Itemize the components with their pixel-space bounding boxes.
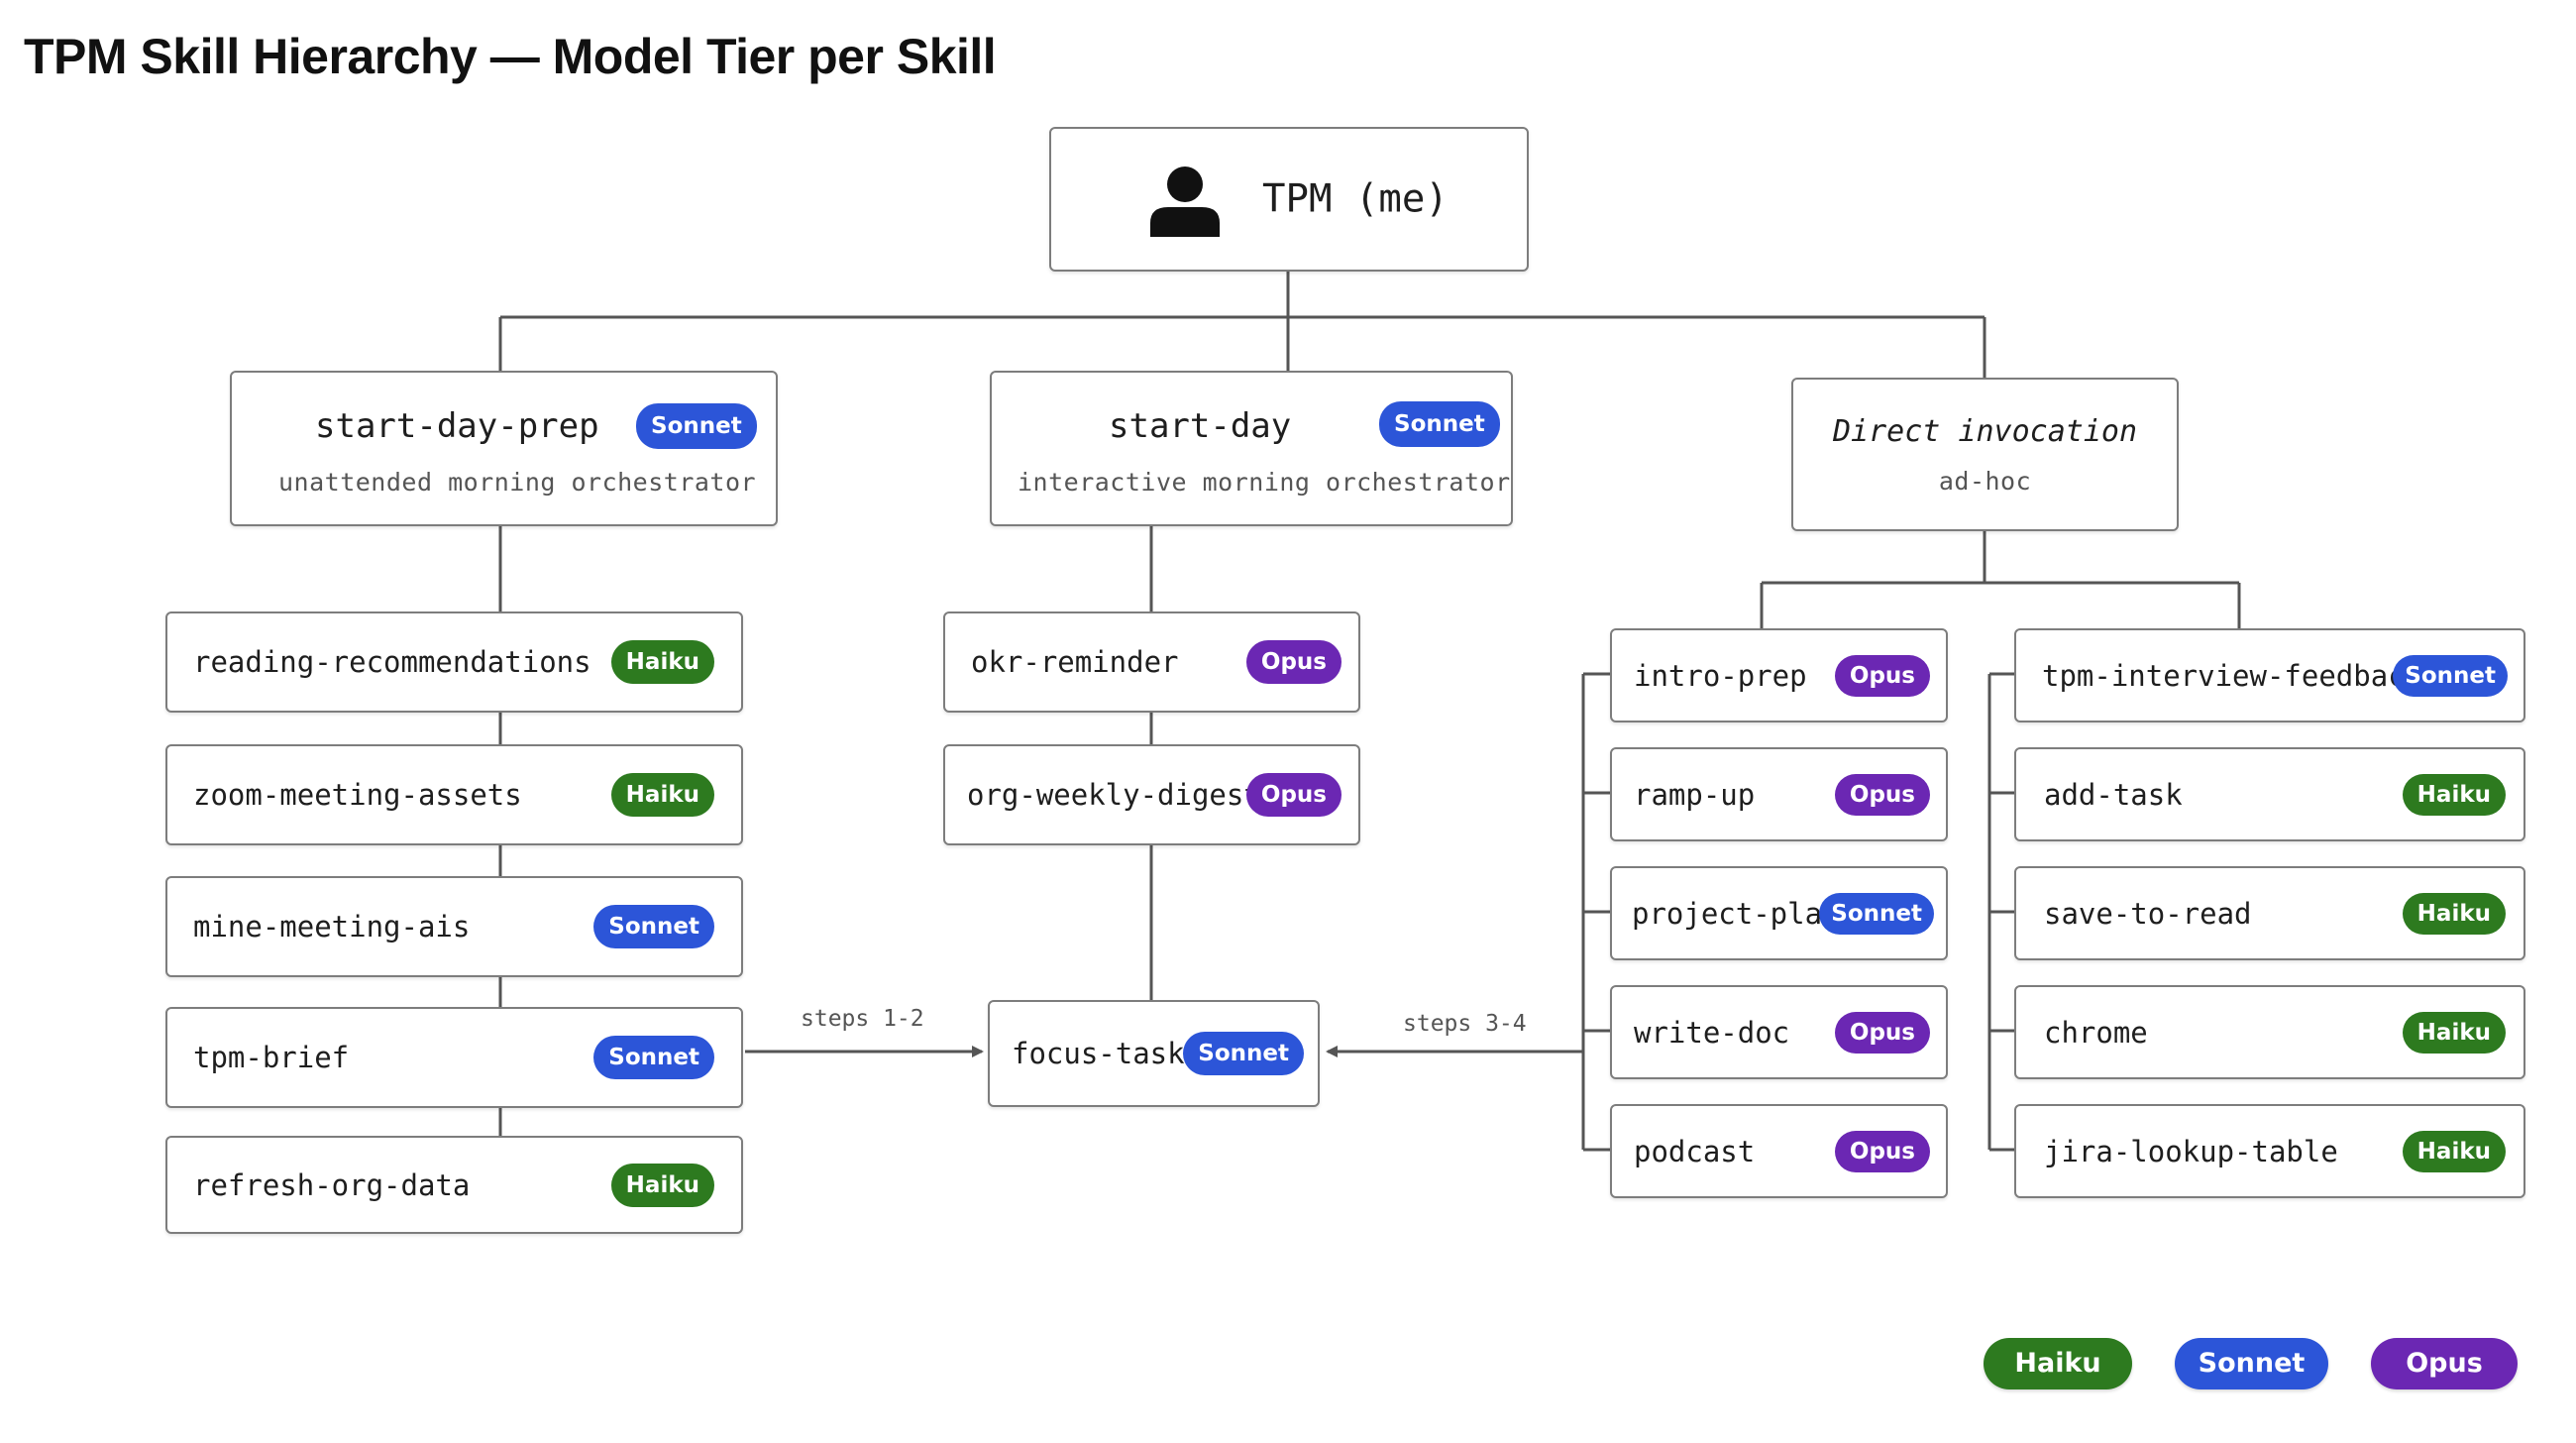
skill-label: podcast [1634, 1134, 1756, 1168]
tier-badge: Sonnet [593, 905, 714, 948]
tier-badge: Opus [1245, 773, 1342, 817]
skill-label: mine-meeting-ais [193, 910, 471, 944]
tier-badge: Haiku [2402, 1011, 2506, 1054]
orchestrator-start-day-prep: start-day-prep Sonnet unattended morning… [230, 371, 778, 526]
skill-label: zoom-meeting-assets [193, 778, 522, 812]
skill-label: add-task [2044, 777, 2183, 812]
orchestrator-title: start-day [1109, 406, 1292, 446]
tier-badge: Haiku [2402, 1130, 2506, 1172]
person-icon [1150, 166, 1220, 237]
tier-badge: Sonnet [1819, 892, 1934, 935]
skill-label: ramp-up [1634, 777, 1756, 812]
skill-reading-recommendations: reading-recommendations Haiku [165, 611, 743, 713]
skill-org-weekly-digest: org-weekly-digest Opus [943, 744, 1360, 845]
skill-focus-tasks: focus-tasks Sonnet [988, 1000, 1320, 1107]
tier-badge: Sonnet [2393, 654, 2508, 697]
skill-label: project-plan [1632, 896, 1840, 931]
skill-refresh-org-data: refresh-org-data Haiku [165, 1136, 743, 1234]
skill-label: org-weekly-digest [967, 778, 1261, 812]
skill-write-doc: write-doc Opus [1610, 985, 1948, 1079]
legend-haiku: Haiku [1984, 1338, 2132, 1389]
skill-ramp-up: ramp-up Opus [1610, 747, 1948, 841]
skill-label: write-doc [1634, 1015, 1790, 1050]
skill-label: tpm-brief [193, 1041, 350, 1074]
skill-label: tpm-interview-feedback [2042, 658, 2423, 693]
orchestrator-subtitle: unattended morning orchestrator [278, 468, 757, 497]
skill-label: focus-tasks [1012, 1037, 1203, 1070]
skill-label: save-to-read [2044, 896, 2252, 931]
tier-badge: Haiku [2402, 773, 2506, 816]
skill-label: chrome [2044, 1015, 2148, 1050]
skill-add-task: add-task Haiku [2014, 747, 2525, 841]
tier-badge: Sonnet [636, 403, 757, 449]
skill-intro-prep: intro-prep Opus [1610, 628, 1948, 722]
skill-tpm-interview-feedback: tpm-interview-feedback Sonnet [2014, 628, 2525, 722]
skill-label: okr-reminder [971, 645, 1179, 679]
skill-podcast: podcast Opus [1610, 1104, 1948, 1198]
skill-label: intro-prep [1634, 658, 1807, 693]
root-label: TPM (me) [1262, 176, 1449, 222]
skill-mine-meeting-ais: mine-meeting-ais Sonnet [165, 876, 743, 977]
edge-label-steps-3-4: steps 3-4 [1403, 1011, 1527, 1037]
skill-project-plan: project-plan Sonnet [1610, 866, 1948, 960]
edge-label-steps-1-2: steps 1-2 [801, 1006, 924, 1032]
orchestrator-subtitle: interactive morning orchestrator [1018, 468, 1511, 497]
skill-label: jira-lookup-table [2044, 1134, 2338, 1168]
tier-badge: Haiku [610, 773, 714, 817]
tier-badge: Opus [1834, 1130, 1930, 1172]
tier-badge: Haiku [2402, 892, 2506, 935]
skill-label: refresh-org-data [193, 1167, 471, 1202]
legend-opus: Opus [2371, 1338, 2518, 1389]
orchestrator-direct-invocation: Direct invocation ad-hoc [1791, 378, 2179, 531]
tier-badge: Sonnet [1379, 401, 1500, 447]
orchestrator-subtitle: ad-hoc [1938, 467, 2032, 496]
tier-badge: Haiku [610, 1163, 714, 1207]
skill-okr-reminder: okr-reminder Opus [943, 611, 1360, 713]
tier-badge: Haiku [610, 640, 714, 684]
tier-badge: Sonnet [593, 1036, 714, 1079]
skill-tpm-brief: tpm-brief Sonnet [165, 1007, 743, 1108]
orchestrator-title: Direct invocation [1832, 414, 2138, 449]
skill-jira-lookup-table: jira-lookup-table Haiku [2014, 1104, 2525, 1198]
orchestrator-start-day: start-day Sonnet interactive morning orc… [990, 371, 1513, 526]
tier-badge: Opus [1245, 640, 1342, 684]
skill-save-to-read: save-to-read Haiku [2014, 866, 2525, 960]
tier-badge: Sonnet [1183, 1032, 1304, 1075]
legend-sonnet: Sonnet [2175, 1338, 2328, 1389]
skill-label: reading-recommendations [193, 645, 591, 679]
skill-chrome: chrome Haiku [2014, 985, 2525, 1079]
skill-zoom-meeting-assets: zoom-meeting-assets Haiku [165, 744, 743, 845]
root-node: TPM (me) [1049, 127, 1529, 272]
tier-badge: Opus [1834, 1011, 1930, 1054]
page-title: TPM Skill Hierarchy — Model Tier per Ski… [24, 29, 997, 84]
tier-badge: Opus [1834, 654, 1930, 697]
orchestrator-title: start-day-prep [315, 406, 599, 446]
tier-badge: Opus [1834, 773, 1930, 816]
